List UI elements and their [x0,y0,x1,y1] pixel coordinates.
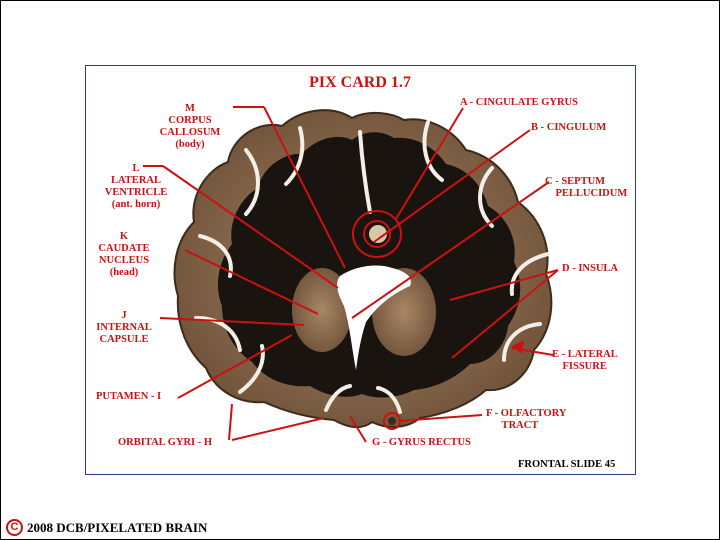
label-internal-capsule: J INTERNAL CAPSULE [96,310,152,345]
label-gyrus-rectus: G - GYRUS RECTUS [372,437,471,448]
copyright: C 2008 DCB/PIXELATED BRAIN [6,519,207,536]
label-orbital-gyri: ORBITAL GYRI - H [118,437,213,448]
card-title: PIX CARD 1.7 [309,74,411,91]
slide-label: FRONTAL SLIDE 45 [518,459,616,470]
label-corpus-callosum: M CORPUS CALLOSUM (body) [159,103,221,150]
brain-section [173,109,553,428]
label-insula: D - INSULA [562,263,619,274]
copyright-text: 2008 DCB/PIXELATED BRAIN [27,519,208,535]
arrow-head [512,340,524,354]
highlight-circles [352,210,402,430]
label-septum-pellucidum: C - SEPTUM PELLUCIDUM [545,176,628,199]
label-caudate-nucleus: K CAUDATE NUCLEUS (head) [98,231,150,278]
label-olfactory-tract: F - OLFACTORY TRACT [486,408,567,431]
label-putamen: PUTAMEN - I [96,391,162,402]
label-lateral-fissure: E - LATERAL FISSURE [552,349,618,372]
copyright-icon: C [6,519,23,536]
pointer-lines [143,106,559,443]
label-cingulate-gyrus: A - CINGULATE GYRUS [460,97,578,108]
label-cingulum: B - CINGULUM [531,122,607,133]
label-lateral-ventricle: L LATERAL VENTRICLE (ant. horn) [104,163,168,210]
